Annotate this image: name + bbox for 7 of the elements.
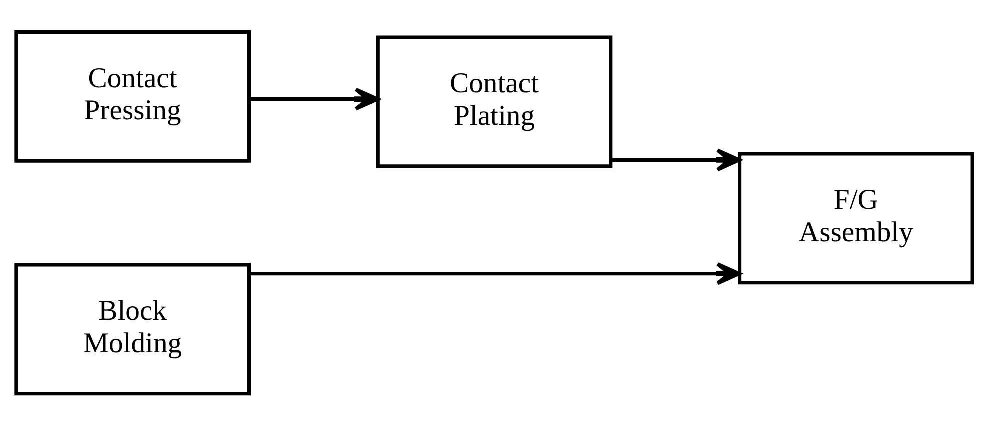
node-box: Block Molding (14, 263, 251, 396)
arrow (249, 88, 380, 111)
node-box: Contact Plating (376, 36, 613, 168)
arrow (250, 262, 742, 286)
node-box: F/G Assembly (738, 152, 974, 285)
arrow (610, 148, 742, 172)
node-box: Contact Pressing (14, 30, 251, 163)
